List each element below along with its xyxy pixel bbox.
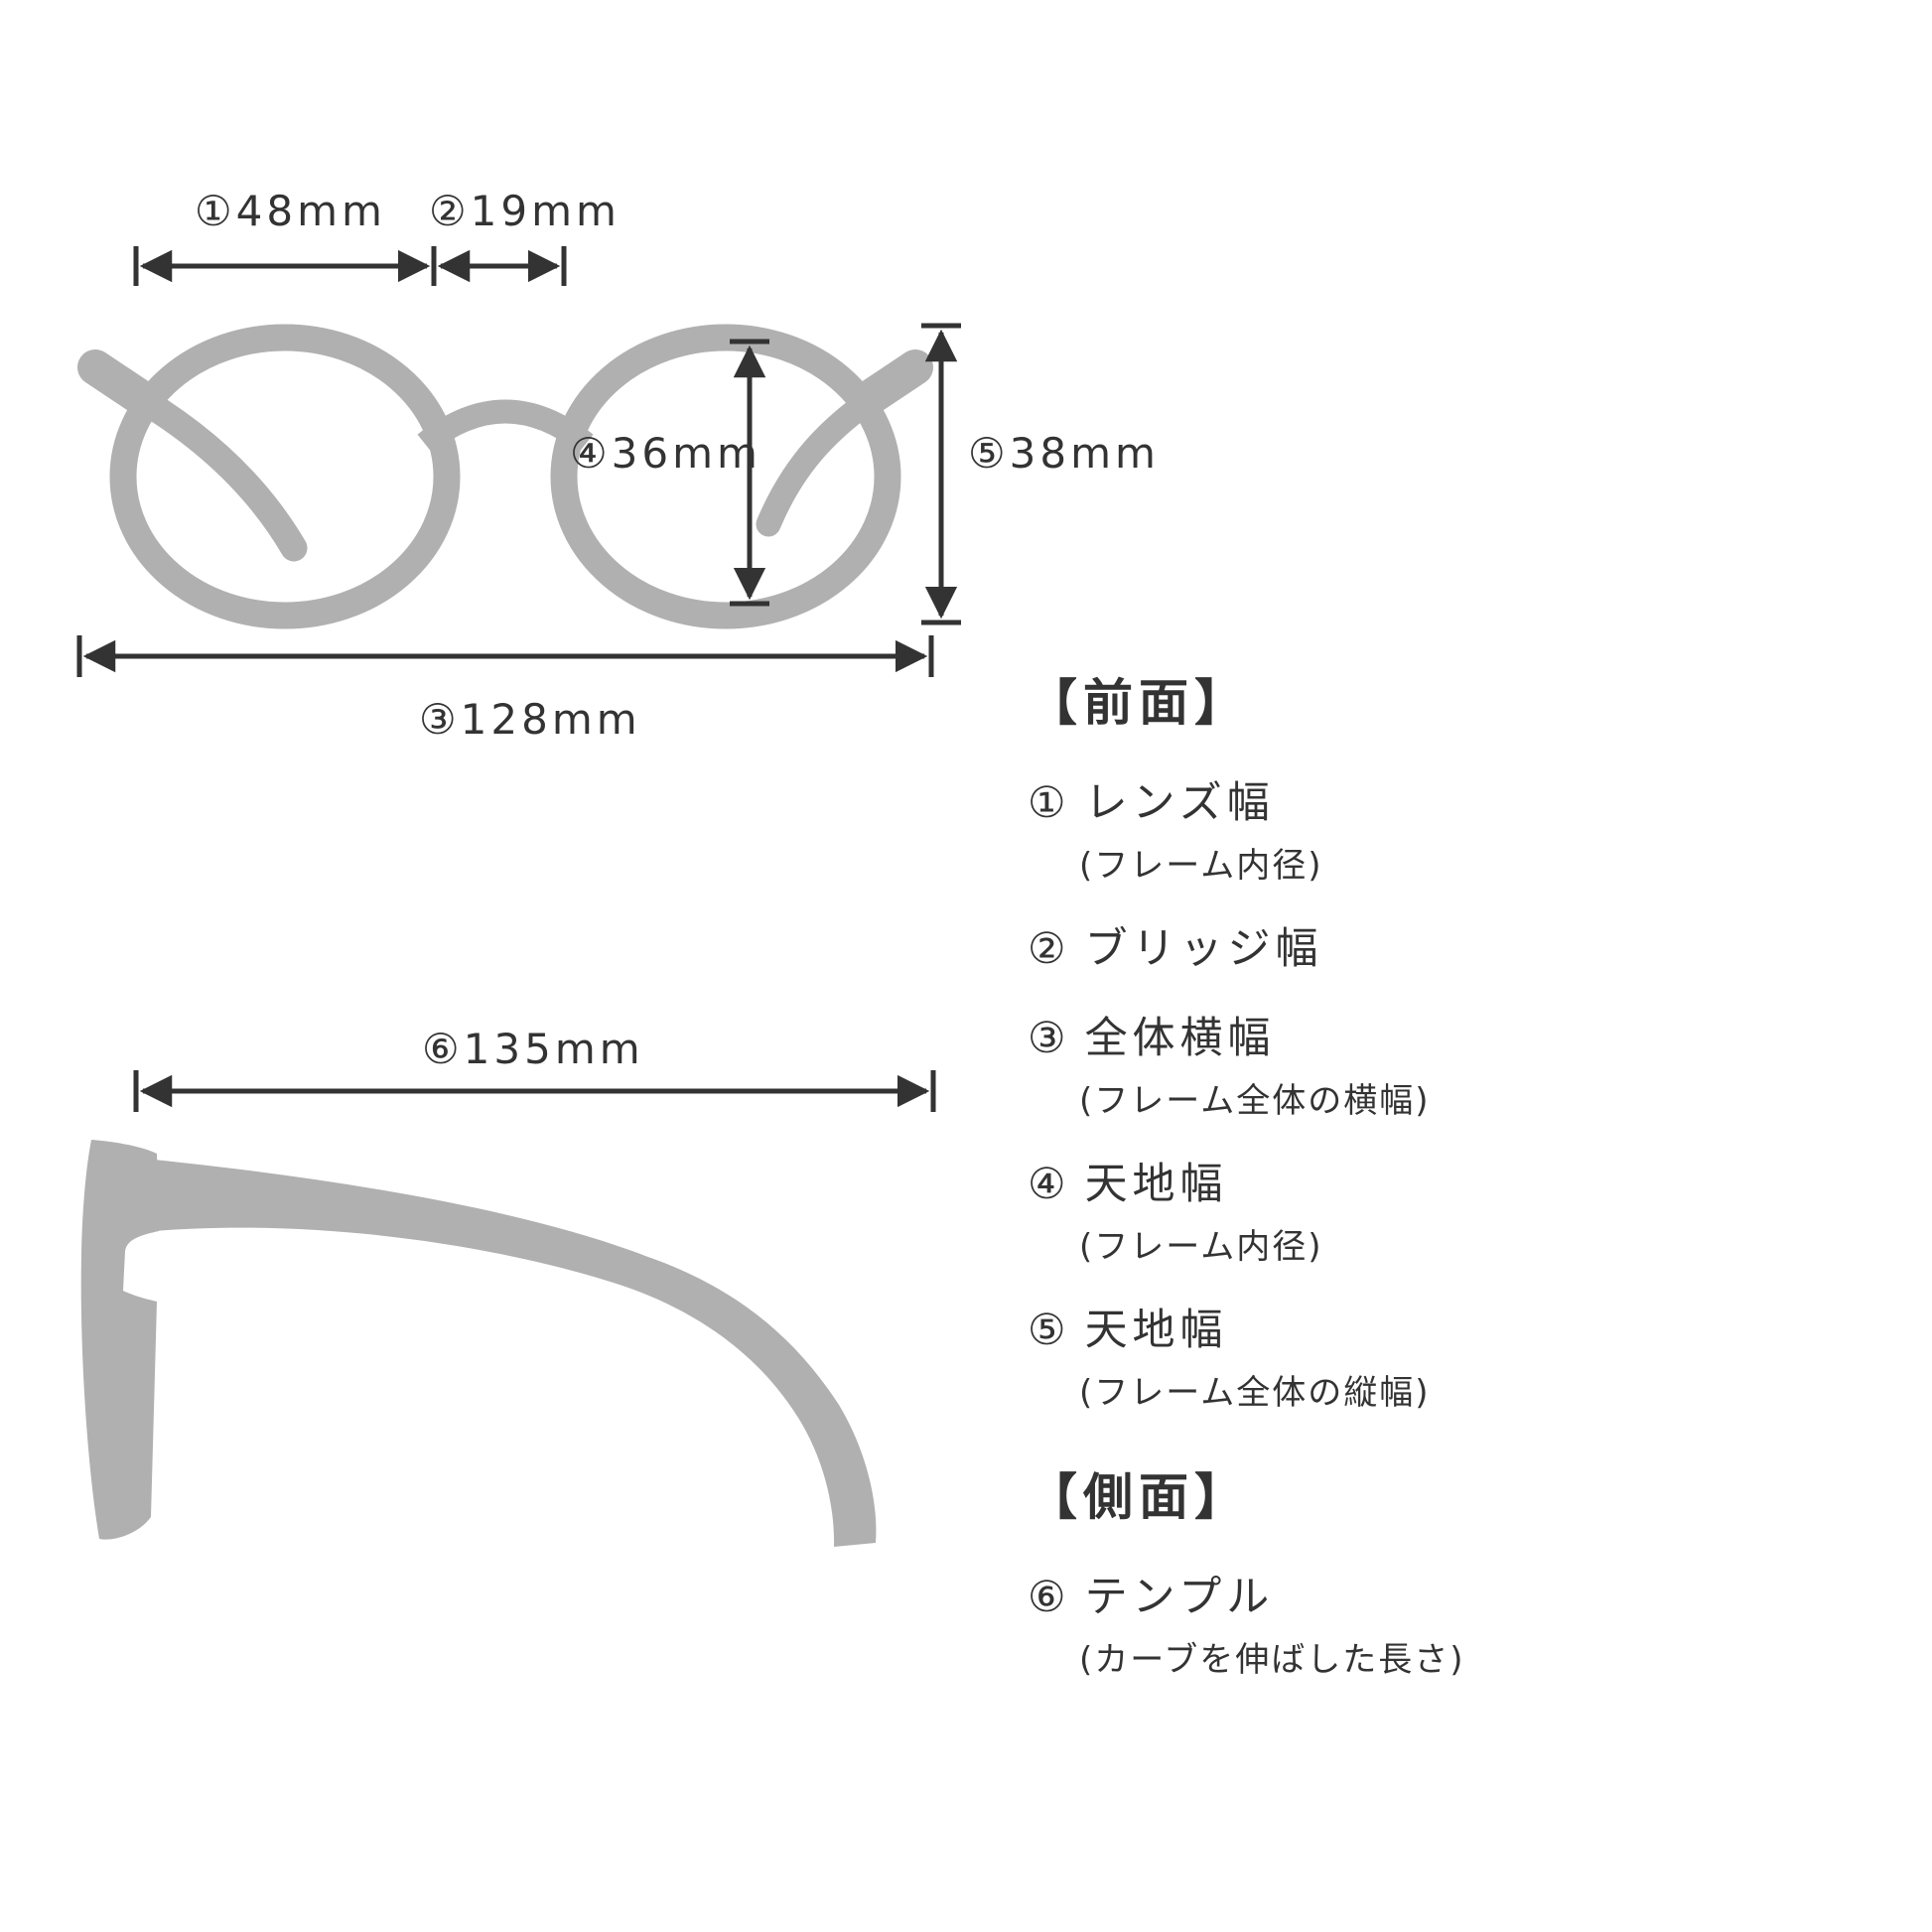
dimension-line-total-width <box>76 635 934 677</box>
legend-item-number: ② <box>1028 924 1071 974</box>
legend-item-label: 全体横幅 <box>1084 1014 1276 1063</box>
dimension-line-lens-height <box>730 339 769 607</box>
label-temple-length: ⑥135mm <box>422 1025 644 1073</box>
legend-item-number: ① <box>1028 778 1071 828</box>
label-lens-width: ①48mm <box>195 187 386 235</box>
legend-side-heading: 【側面】 <box>1028 1468 1250 1526</box>
dimension-line-temple-length <box>133 1070 936 1112</box>
legend-item-number: ⑤ <box>1028 1306 1071 1355</box>
glasses-front-view <box>77 324 933 629</box>
legend-item-frame-height: ⑤ 天地幅 (フレーム全体の縦幅) <box>1028 1296 1901 1414</box>
legend-item-number: ③ <box>1028 1014 1071 1063</box>
legend-item-note: (フレーム全体の横幅) <box>1079 1081 1431 1121</box>
legend-item-label: 天地幅 <box>1084 1160 1228 1209</box>
label-bridge-width: ②19mm <box>429 187 621 235</box>
legend-item-temple-length: ⑥ テンプル (カーブを伸ばした長さ) <box>1028 1563 1901 1681</box>
dimension-line-bridge-width <box>437 246 567 286</box>
legend-item-lens-width: ① レンズ幅 (フレーム内径) <box>1028 768 1901 887</box>
label-total-width: ③128mm <box>419 695 641 744</box>
legend-item-note: (フレーム内径) <box>1079 846 1323 886</box>
legend-item-label: テンプル <box>1084 1573 1275 1622</box>
legend-item-total-width: ③ 全体横幅 (フレーム全体の横幅) <box>1028 1004 1901 1122</box>
legend-item-number: ④ <box>1028 1160 1071 1209</box>
legend-item-label: 天地幅 <box>1084 1306 1228 1355</box>
legend-item-number: ⑥ <box>1028 1573 1071 1622</box>
legend-item-note: (カーブを伸ばした長さ) <box>1079 1640 1465 1680</box>
dimension-line-lens-width <box>133 246 437 286</box>
label-frame-height: ⑤38mm <box>968 429 1160 478</box>
legend-front-heading: 【前面】 <box>1028 674 1250 732</box>
legend: 【前面】 ① レンズ幅 (フレーム内径) ② ブリッジ幅 ③ 全体横幅 (フレー… <box>1028 663 1901 1709</box>
legend-item-label: ブリッジ幅 <box>1084 924 1323 974</box>
legend-item-lens-height: ④ 天地幅 (フレーム内径) <box>1028 1150 1901 1268</box>
legend-item-bridge-width: ② ブリッジ幅 <box>1028 914 1901 976</box>
legend-item-note: (フレーム全体の縦幅) <box>1079 1373 1431 1413</box>
label-lens-height: ④36mm <box>570 429 761 478</box>
legend-item-label: レンズ幅 <box>1084 778 1275 828</box>
legend-item-note: (フレーム内径) <box>1079 1227 1323 1267</box>
glasses-side-view <box>80 1140 877 1547</box>
dimension-line-frame-height <box>921 323 961 625</box>
